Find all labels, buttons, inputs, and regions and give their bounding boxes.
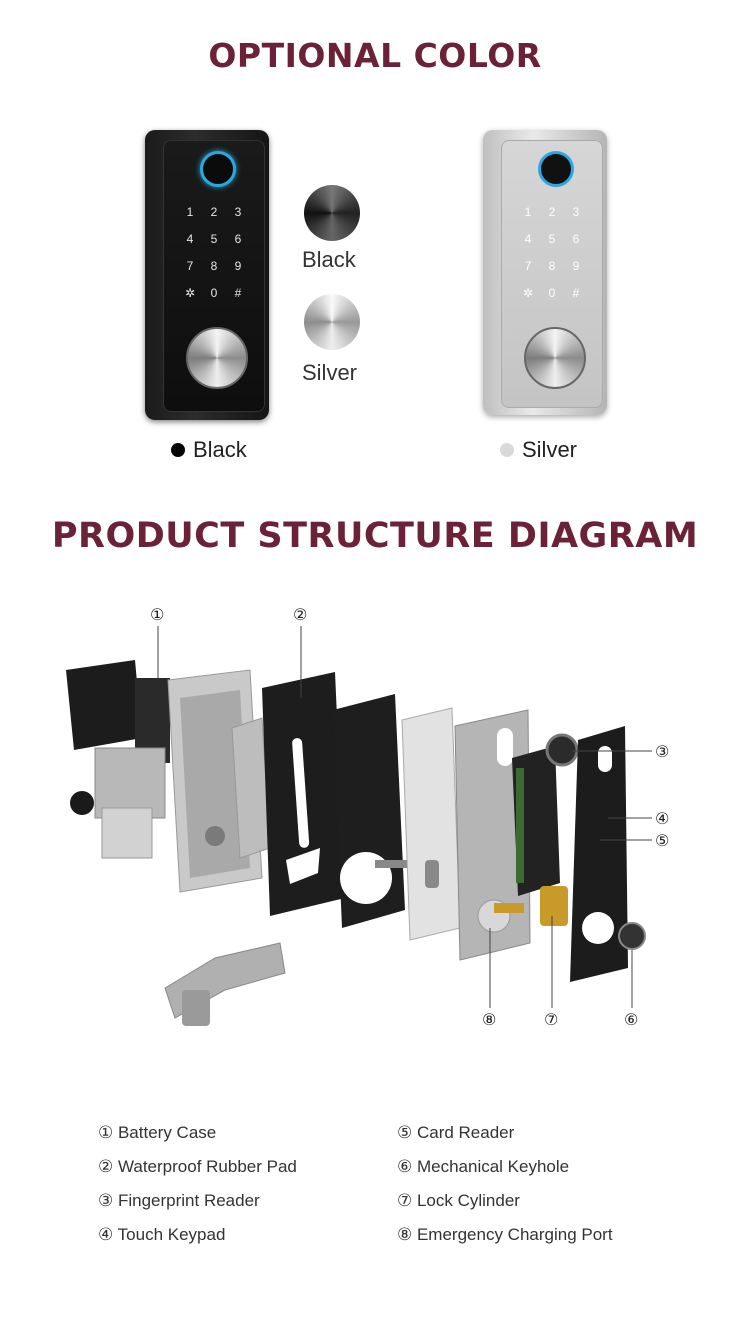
caption-silver: Silver — [500, 437, 577, 463]
section-title-optional-color: OPTIONAL COLOR — [208, 36, 542, 75]
legend-item: ⑥ Mechanical Keyhole — [397, 1157, 570, 1176]
swatch-label-black: Black — [302, 247, 356, 272]
knob-icon — [186, 327, 248, 389]
legend-right: ⑤ Card Reader ⑥ Mechanical Keyhole ⑦ Loc… — [397, 1117, 613, 1253]
silver-color-swatch — [304, 294, 360, 350]
callout-7: ⑦ — [544, 1010, 558, 1029]
callout-4: ④ — [655, 809, 669, 828]
callout-6: ⑥ — [624, 1010, 638, 1029]
callout-3: ③ — [655, 742, 669, 761]
callout-1: ① — [150, 605, 164, 624]
callout-5: ⑤ — [655, 831, 669, 850]
circuit-board-part — [494, 733, 579, 926]
fingerprint-sensor-icon — [200, 151, 236, 187]
legend-item: ③ Fingerprint Reader — [98, 1191, 260, 1210]
black-dot-icon — [171, 443, 185, 457]
rubber-pad-part — [262, 672, 345, 916]
callout-8: ⑧ — [482, 1010, 496, 1029]
silver-plate-part — [401, 707, 461, 941]
inner-housing-part — [167, 669, 271, 893]
legend-item: ④ Touch Keypad — [98, 1225, 226, 1244]
legend-item: ⑧ Emergency Charging Port — [397, 1225, 613, 1244]
fingerprint-sensor-icon — [538, 151, 574, 187]
mounting-plate-part — [333, 694, 410, 928]
deadbolt-latch-part — [164, 942, 286, 1026]
legend-item: ⑤ Card Reader — [397, 1123, 515, 1142]
section-title-structure-diagram: PRODUCT STRUCTURE DIAGRAM — [51, 516, 699, 556]
legend-left: ① Battery Case ② Waterproof Rubber Pad ③… — [98, 1117, 297, 1253]
touch-keypad-part — [570, 726, 646, 982]
legend-item: ① Battery Case — [98, 1123, 217, 1142]
legend-item: ② Waterproof Rubber Pad — [98, 1157, 297, 1176]
battery-case-part — [66, 660, 170, 859]
caption-black: Black — [171, 437, 247, 463]
knob-icon — [524, 327, 586, 389]
swatch-label-silver: Silver — [302, 360, 358, 385]
callout-2: ② — [293, 605, 307, 624]
black-color-swatch — [304, 185, 360, 241]
silver-dot-icon — [500, 443, 514, 457]
legend-item: ⑦ Lock Cylinder — [397, 1191, 520, 1210]
exploded-structure-diagram: ① ② ③ ④ ⑤ ⑥ ⑦ ⑧ — [66, 605, 669, 1029]
